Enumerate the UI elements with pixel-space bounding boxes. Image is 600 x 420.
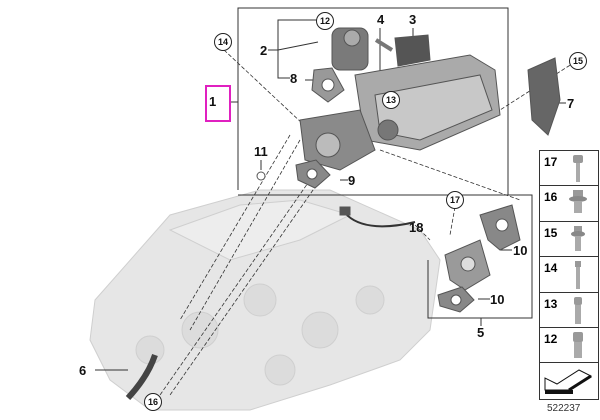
part-label-10-top[interactable]: 10 (513, 243, 528, 258)
flange-bolt-icon (569, 190, 587, 214)
part-label-1[interactable]: 1 (209, 94, 217, 109)
part-label-11[interactable]: 11 (254, 144, 268, 159)
callout-15[interactable]: 15 (569, 52, 587, 70)
part-label-8[interactable]: 8 (290, 71, 298, 86)
engine-block-illustration (89, 189, 441, 411)
socket-screw-icon (574, 296, 582, 324)
callout-13[interactable]: 13 (382, 91, 400, 109)
part-label-6[interactable]: 6 (79, 363, 87, 378)
fastener-row-17[interactable]: 17 (540, 151, 598, 187)
diagram-number: 522237 (547, 403, 581, 414)
socket-screw-icon (575, 261, 581, 290)
hex-bolt-icon (573, 155, 583, 182)
part-label-4[interactable]: 4 (377, 12, 385, 27)
part-label-10-bottom[interactable]: 10 (490, 292, 505, 307)
part-label-3[interactable]: 3 (409, 12, 417, 27)
egr-module-illustration (125, 27, 561, 401)
fastener-row-16[interactable]: 16 (540, 186, 598, 222)
group-1-frame (237, 7, 509, 196)
fastener-row-13[interactable]: 13 (540, 293, 598, 328)
socket-screw-icon (573, 331, 583, 358)
callout-16[interactable]: 16 (144, 393, 162, 411)
part-label-5[interactable]: 5 (477, 325, 485, 340)
callout-14[interactable]: 14 (214, 33, 232, 51)
part-label-18[interactable]: 18 (409, 220, 424, 235)
direction-arrow-cell (540, 363, 598, 397)
group-5-frame (427, 194, 533, 319)
fastener-table: 17 16 15 14 13 12 (539, 150, 599, 400)
fastener-row-12[interactable]: 12 (540, 328, 598, 364)
fastener-row-15[interactable]: 15 (540, 222, 598, 258)
part-label-9[interactable]: 9 (348, 173, 356, 188)
direction-arrow-icon (544, 369, 593, 395)
callout-17[interactable]: 17 (446, 191, 464, 209)
callout-12[interactable]: 12 (316, 12, 334, 30)
flange-bolt-icon (571, 225, 585, 251)
highlight-box-part-1 (205, 85, 231, 122)
part-label-7[interactable]: 7 (567, 96, 575, 111)
fastener-row-14[interactable]: 14 (540, 257, 598, 293)
part-label-2[interactable]: 2 (260, 43, 268, 58)
